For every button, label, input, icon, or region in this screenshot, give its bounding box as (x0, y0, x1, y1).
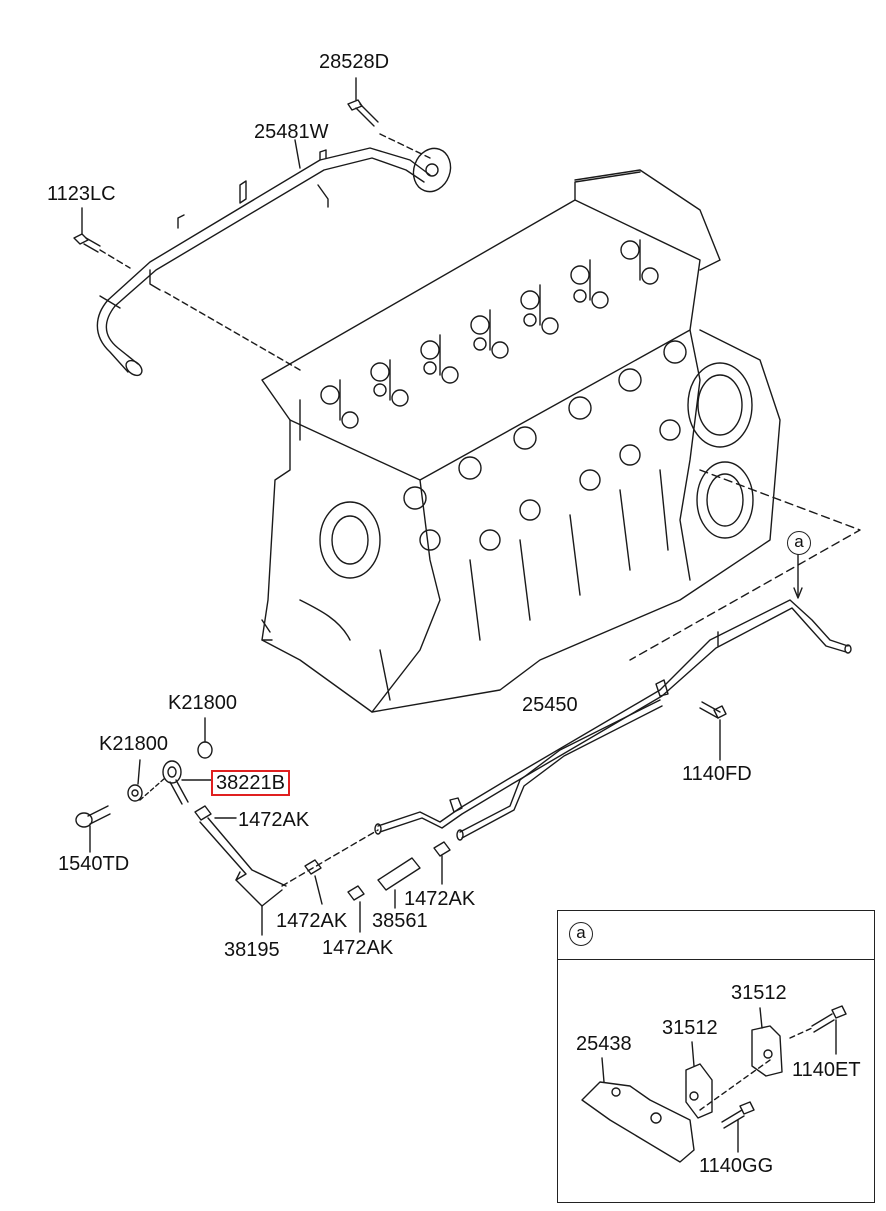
part-label-31512-upper[interactable]: 31512 (731, 982, 787, 1004)
bracket-25438 (581, 1057, 695, 1163)
part-label-1140fd[interactable]: 1140FD (682, 763, 752, 785)
part-label-25438[interactable]: 25438 (576, 1033, 632, 1055)
inset-header (558, 911, 874, 960)
engine-block (261, 169, 781, 713)
part-label-25450[interactable]: 25450 (522, 694, 578, 716)
clamps-1472ak (194, 805, 451, 933)
part-label-k21800-upper[interactable]: K21800 (168, 692, 237, 714)
hose-38561 (377, 857, 421, 909)
part-label-31512-lower[interactable]: 31512 (662, 1017, 718, 1039)
bolt-1140gg (721, 1101, 755, 1153)
coolant-pipe-25481w (96, 147, 452, 377)
part-label-38561[interactable]: 38561 (372, 910, 428, 932)
part-label-38221b-highlighted[interactable]: 38221B (211, 770, 290, 796)
callout-marker-a[interactable]: a (787, 531, 811, 555)
washer-k21800-upper (197, 741, 213, 759)
washer-k21800-lower (127, 784, 143, 802)
clip-31512-upper (751, 1007, 783, 1077)
part-label-1123lc[interactable]: 1123LC (47, 183, 116, 205)
part-label-25481w[interactable]: 25481W (254, 121, 329, 143)
part-label-1140gg[interactable]: 1140GG (699, 1155, 774, 1177)
part-label-1472ak-a[interactable]: 1472AK (238, 809, 310, 831)
detail-inset-a (557, 910, 875, 1203)
bolt-28528d (347, 77, 379, 127)
inset-tag-a: a (569, 922, 593, 946)
hose-38195 (199, 817, 287, 936)
part-label-1472ak-d[interactable]: 1472AK (322, 937, 394, 959)
bolt-1140fd (699, 701, 727, 761)
part-label-1472ak-c[interactable]: 1472AK (404, 888, 476, 910)
bolt-1123lc (73, 207, 101, 253)
part-label-k21800-lower[interactable]: K21800 (99, 733, 168, 755)
oil-pipe-25450 (374, 599, 852, 841)
bolt-1140et (811, 1005, 847, 1055)
part-label-1140et[interactable]: 1140ET (792, 1059, 861, 1081)
part-label-28528d[interactable]: 28528D (319, 51, 390, 73)
banjo-fitting-38221b (162, 760, 213, 805)
part-label-1540td[interactable]: 1540TD (58, 853, 130, 875)
part-label-1472ak-b[interactable]: 1472AK (276, 910, 348, 932)
bolt-1540td (75, 805, 111, 853)
part-label-38195[interactable]: 38195 (224, 939, 280, 961)
clip-31512-lower (685, 1041, 713, 1119)
